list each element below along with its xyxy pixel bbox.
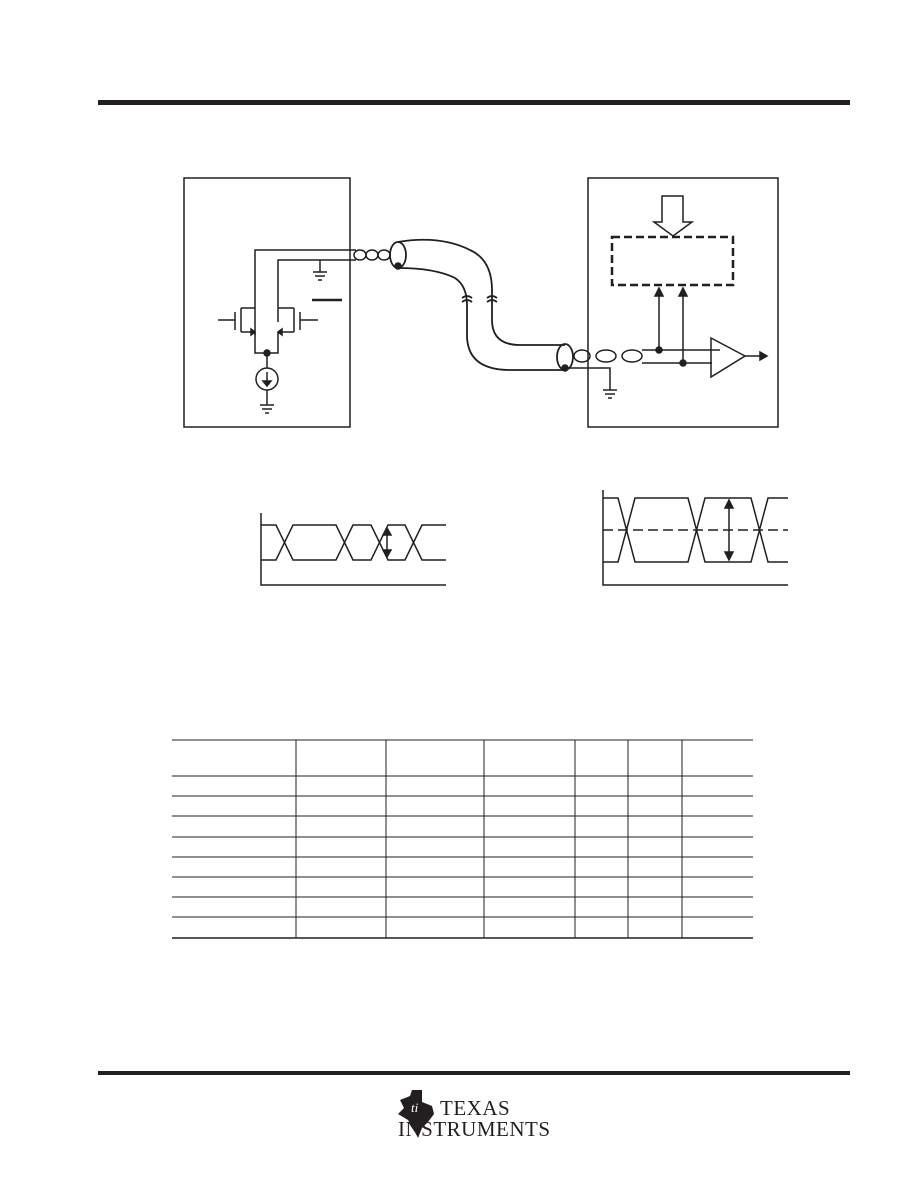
- shielded-cable: [389, 238, 574, 371]
- logo-word-instruments: INSTRUMENTS: [398, 1117, 551, 1141]
- texas-state-icon: [398, 1090, 434, 1138]
- footer-rule: [98, 1071, 850, 1075]
- driver-transistors: [218, 249, 356, 414]
- waveform-left: [260, 513, 446, 586]
- twisted-pair-right: [565, 349, 720, 399]
- driver-box: [183, 177, 351, 428]
- receiver-box: [587, 177, 779, 428]
- ti-logo: ti: [398, 1090, 434, 1138]
- receiver-internals: [610, 195, 769, 379]
- logo-word-texas: TEXAS: [440, 1096, 511, 1120]
- receiver-buffer: [710, 336, 747, 379]
- header-rule: [98, 100, 850, 105]
- twisted-pair-left: [353, 249, 391, 261]
- waveform-right: [602, 490, 788, 586]
- spec-table: [172, 739, 753, 939]
- svg-text:ti: ti: [411, 1100, 419, 1115]
